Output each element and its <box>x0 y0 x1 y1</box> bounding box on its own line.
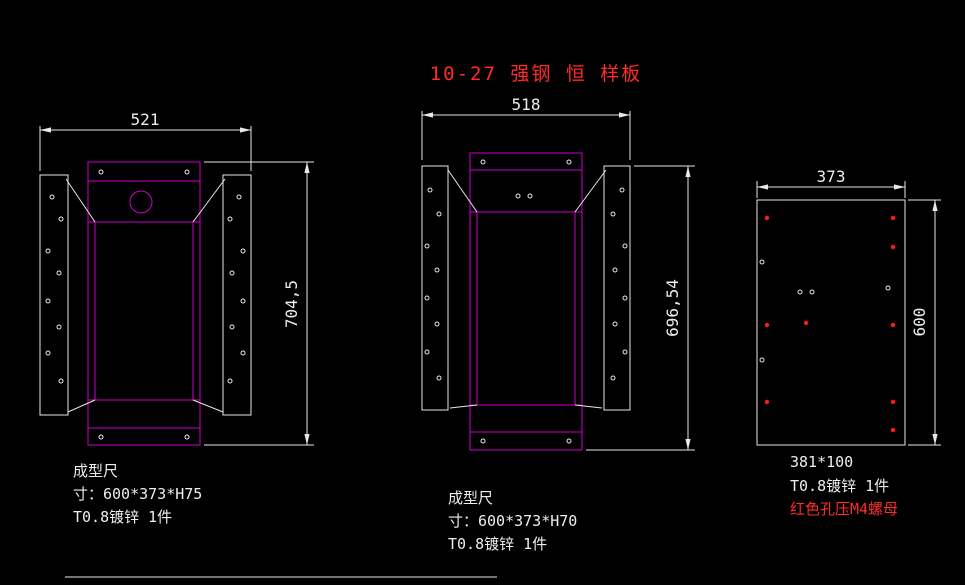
middle-note-line-2: 寸：600*373*H70 <box>448 512 577 530</box>
right-plate-white-holes <box>759 259 891 363</box>
left-template-drawing: 521 704,5 <box>39 110 314 526</box>
right-note-line-3-red: 红色孔压M4螺母 <box>790 500 898 518</box>
middle-note-line-1: 成型尺 <box>448 489 493 507</box>
middle-height-dimension-lines <box>586 165 695 451</box>
right-plate-outline <box>756 199 906 446</box>
middle-width-dimension-lines <box>421 111 631 160</box>
left-corner-cuts <box>65 178 226 413</box>
middle-part-body <box>469 152 583 451</box>
middle-part-flanges <box>421 165 631 411</box>
left-note-line-3: T0.8镀锌 1件 <box>73 508 172 526</box>
middle-note-line-3: T0.8镀锌 1件 <box>448 535 547 553</box>
right-note-line-2: T0.8镀锌 1件 <box>790 477 889 495</box>
left-note-line-1: 成型尺 <box>73 462 118 480</box>
left-width-dimension: 521 <box>131 110 160 129</box>
middle-corner-cuts <box>447 169 607 409</box>
page-title: 10-27 强钢 恒 样板 <box>430 63 643 85</box>
left-note-line-2: 寸：600*373*H75 <box>73 485 202 503</box>
left-part-body <box>87 161 201 446</box>
right-height-dimension: 600 <box>910 308 929 337</box>
middle-template-drawing: 518 696,54 <box>421 95 695 553</box>
middle-width-dimension: 518 <box>512 95 541 114</box>
left-height-dimension-lines <box>204 161 314 446</box>
left-part-flanges <box>39 174 252 416</box>
left-flange-holes <box>45 169 246 440</box>
right-width-dimension: 373 <box>817 167 846 186</box>
right-height-dimension-lines <box>908 199 941 446</box>
right-width-dimension-lines <box>756 181 906 198</box>
left-width-dimension-lines <box>39 126 252 171</box>
middle-height-dimension: 696,54 <box>663 279 682 337</box>
left-height-dimension: 704,5 <box>282 280 301 328</box>
right-plate-red-holes <box>764 215 896 433</box>
right-plate-drawing: 373 600 <box>756 167 941 518</box>
right-note-line-1: 381*100 <box>790 453 853 471</box>
middle-flange-holes <box>424 159 628 444</box>
left-top-hole <box>129 190 153 214</box>
